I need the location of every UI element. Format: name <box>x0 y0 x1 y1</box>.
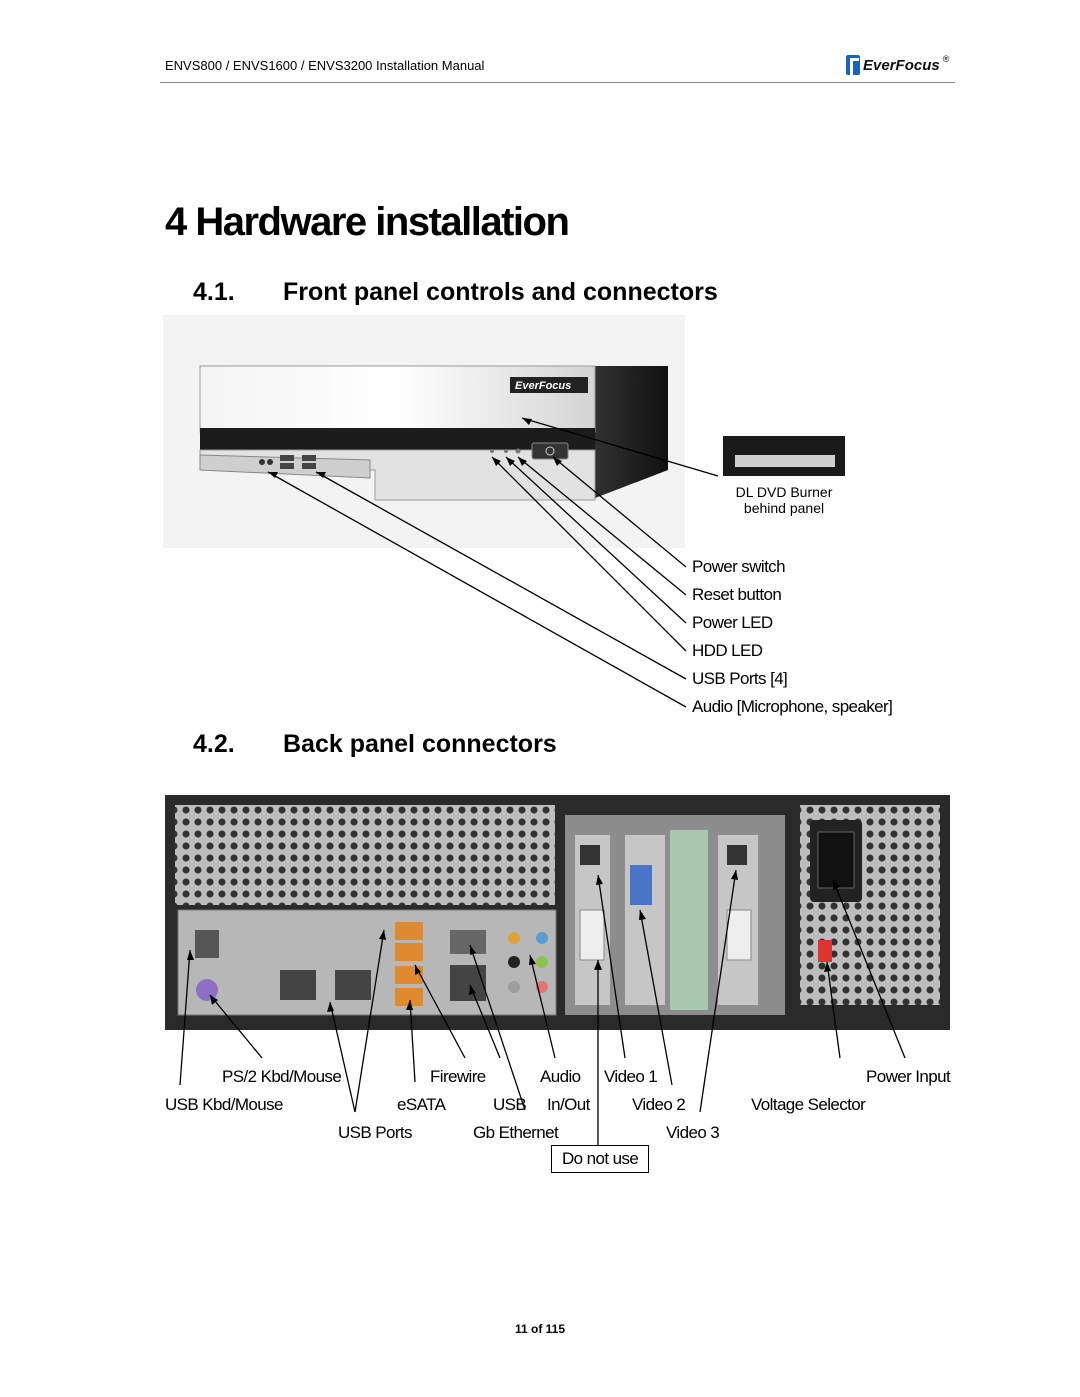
label-usb-ports: USB Ports <box>338 1123 413 1142</box>
label-in-out: In/Out <box>547 1095 590 1114</box>
label-video-3: Video 3 <box>666 1123 720 1142</box>
logo-reg: ® <box>942 54 950 64</box>
manual-title: ENVS800 / ENVS1600 / ENVS3200 Installati… <box>165 58 485 73</box>
chassis-side <box>590 366 668 500</box>
firewire-1 <box>395 966 423 984</box>
section-number: 4.1. <box>193 278 235 306</box>
ethernet-port <box>450 930 486 954</box>
everfocus-logo: EverFocus ® <box>846 54 949 76</box>
dvd-label: DL DVD Burner behind panel <box>714 484 854 516</box>
label-hdd-led: HDD LED <box>692 641 763 660</box>
label-usb-kbd: USB Kbd/Mouse <box>165 1095 283 1114</box>
audio-jack-2 <box>267 459 273 465</box>
power-switch <box>531 442 569 460</box>
label-usb: USB <box>493 1095 527 1114</box>
front-usb-3 <box>302 455 316 461</box>
voltage-switch <box>818 940 832 962</box>
label-ps2: PS/2 Kbd/Mouse <box>222 1067 342 1086</box>
usb-pair-3 <box>450 965 486 1001</box>
reset-button <box>515 448 521 454</box>
section-title: Back panel connectors <box>283 730 557 758</box>
label-firewire: Firewire <box>430 1067 486 1086</box>
back-arrowheads <box>187 870 840 1012</box>
label-voltage-selector: Voltage Selector <box>751 1095 866 1114</box>
audio-jack-orange <box>508 932 520 944</box>
label-do-not-use: Do not use <box>551 1145 650 1173</box>
label-power-switch: Power switch <box>692 557 786 576</box>
chapter-title: 4 Hardware installation <box>165 200 570 244</box>
dvi-port-2 <box>726 909 752 961</box>
back-leader-lines <box>179 869 906 1145</box>
section-title: Front panel controls and connectors <box>283 278 718 306</box>
label-audio: Audio <box>540 1067 581 1086</box>
hdd-led <box>490 449 494 453</box>
slot-2 <box>625 835 665 1005</box>
usb-kbd-ports <box>195 930 219 958</box>
power-led <box>504 449 508 453</box>
dvd-label-line-2: behind panel <box>743 500 825 516</box>
front-leader-lines <box>267 417 719 708</box>
dvd-label-line-1: DL DVD Burner <box>735 484 833 500</box>
audio-jack-blue <box>536 932 548 944</box>
header-rule <box>160 82 955 83</box>
power-inlet-socket <box>817 831 855 889</box>
label-power-led: Power LED <box>692 613 773 632</box>
audio-jack-green <box>536 956 548 968</box>
dvi-port-1 <box>579 909 605 961</box>
device-logo-text: EverFocus <box>515 380 571 392</box>
label-video-1: Video 1 <box>604 1067 658 1086</box>
label-esata: eSATA <box>397 1095 446 1114</box>
device-logo-plate <box>510 377 588 393</box>
front-usb-2 <box>280 463 294 469</box>
usb-pair-2 <box>335 970 371 1000</box>
power-symbol-icon <box>545 446 555 456</box>
section-heading-front: 4.1. Front panel controls and connectors <box>193 278 718 307</box>
section-number: 4.2. <box>193 730 235 758</box>
label-usb-ports: USB Ports [4] <box>692 669 788 688</box>
page-number: 11 of 115 <box>514 1322 566 1336</box>
esata-2 <box>395 943 423 961</box>
ps2-port <box>196 979 218 1001</box>
hdmi-video-1 <box>580 845 600 865</box>
slot-3 <box>670 830 708 1010</box>
label-audio: Audio [Microphone, speaker] <box>692 697 893 716</box>
vga-port <box>630 865 652 905</box>
front-usb-4 <box>302 463 316 469</box>
label-video-2: Video 2 <box>632 1095 686 1114</box>
firewire-2 <box>395 988 423 1006</box>
chassis-control-strip <box>200 428 595 450</box>
vent-left <box>175 805 555 905</box>
dvd-tray <box>735 455 835 467</box>
section-heading-back: 4.2. Back panel connectors <box>193 730 557 759</box>
everfocus-logo-icon <box>846 55 860 75</box>
label-reset-button: Reset button <box>692 585 782 604</box>
esata-1 <box>395 922 423 940</box>
label-gb-ethernet: Gb Ethernet <box>473 1123 559 1142</box>
audio-jack-black <box>508 956 520 968</box>
audio-jack-1 <box>259 459 265 465</box>
label-power-input: Power Input <box>866 1067 951 1086</box>
audio-jack-grey <box>508 981 520 993</box>
logo-text: EverFocus <box>863 56 940 74</box>
usb-pair-1 <box>280 970 316 1000</box>
hdmi-video-3 <box>727 845 747 865</box>
front-arrowheads <box>268 418 562 478</box>
front-usb-1 <box>280 455 294 461</box>
